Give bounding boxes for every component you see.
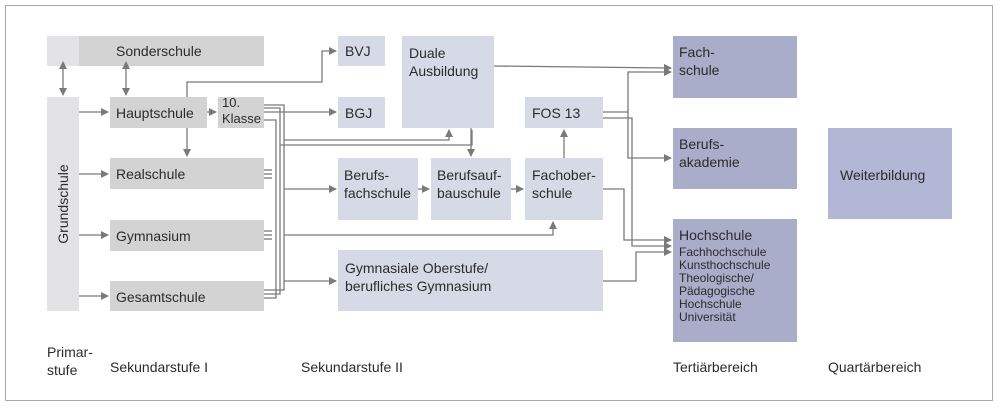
duale-ausbildung-label: Duale Ausbildung	[409, 45, 479, 79]
bvj-label: BVJ	[345, 43, 371, 59]
bvj-box: BVJ	[338, 36, 385, 66]
realschule-box: Realschule	[110, 158, 264, 189]
bgj-label: BGJ	[345, 105, 373, 121]
sonderschule-box: Sonderschule	[79, 36, 264, 66]
duale-ausbildung-box: Duale Ausbildung	[402, 36, 494, 128]
gymnasiale-oberstufe-box: Gymnasiale Oberstufe/ berufliches Gymnas…	[338, 250, 603, 311]
klasse10-label: 10. Klasse	[222, 95, 262, 126]
to-duale-arrow	[284, 129, 453, 141]
gymnasium-label: Gymnasium	[116, 228, 191, 244]
berufsfachschule-box: Berufs- fachschule	[338, 158, 418, 220]
hauptschule-box: Hauptschule	[110, 97, 207, 128]
berufsakademie-label: Berufs- akademie	[679, 136, 740, 170]
sonderschule-label: Sonderschule	[116, 43, 202, 59]
fachoberschule-label: Fachober- schule	[532, 167, 596, 201]
gesamtschule-label: Gesamtschule	[116, 289, 206, 305]
fachschule-box: Fach- schule	[673, 36, 797, 98]
fachoberschule-box: Fachober- schule	[525, 158, 603, 220]
hochschule-box: Hochschule Fachhochschule Kunsthochschul…	[673, 219, 797, 342]
berufsakademie-box: Berufs- akademie	[673, 128, 797, 189]
berufsfachschule-label: Berufs- fachschule	[344, 167, 411, 201]
hauptschule-label: Hauptschule	[116, 105, 194, 121]
fos13-label: FOS 13	[532, 105, 581, 121]
realschule-label: Realschule	[116, 166, 186, 182]
weiterbildung-label: Weiterbildung	[840, 167, 926, 183]
klasse10-box: 10. Klasse	[218, 95, 264, 128]
gymoberstufe-hochschule-arrow	[603, 248, 672, 282]
to-berufsakademie-arrow	[627, 112, 672, 162]
hauptschule-bvj-arrow	[186, 47, 337, 97]
gymnasium-box: Gymnasium	[110, 220, 264, 251]
berufsaufbauschule-box: Berufsauf- bauschule	[431, 158, 511, 220]
stage-sekundarstufe-2: Sekundarstufe II	[301, 359, 403, 375]
weiterbildung-box: Weiterbildung	[828, 128, 952, 219]
berufsaufbauschule-label: Berufsauf- bauschule	[437, 167, 502, 201]
stage-tertiaerbereich: Tertiärbereich	[673, 359, 758, 375]
gymnasiale-oberstufe-label: Gymnasiale Oberstufe/ berufliches Gymnas…	[345, 260, 492, 294]
gymnasium-fachoberschule-arrow	[284, 221, 557, 236]
fos13-box: FOS 13	[525, 97, 603, 128]
hochschule-label: Hochschule	[679, 227, 753, 243]
bgj-box: BGJ	[338, 97, 385, 128]
hochschule-sublist: Fachhochschule Kunsthochschule Theologis…	[679, 245, 771, 324]
stage-quartaerbereich: Quartärbereich	[828, 359, 922, 375]
fos-hochschule-arrow	[603, 188, 672, 244]
fachschule-label: Fach- schule	[679, 44, 720, 78]
duale-fachschule-arrow	[493, 63, 672, 72]
stage-sekundarstufe-1: Sekundarstufe I	[110, 359, 209, 375]
stage-primarstufe: Primar- stufe	[47, 344, 93, 378]
gesamtschule-box: Gesamtschule	[110, 281, 264, 311]
grundschule-box: Grundschule	[47, 97, 79, 311]
